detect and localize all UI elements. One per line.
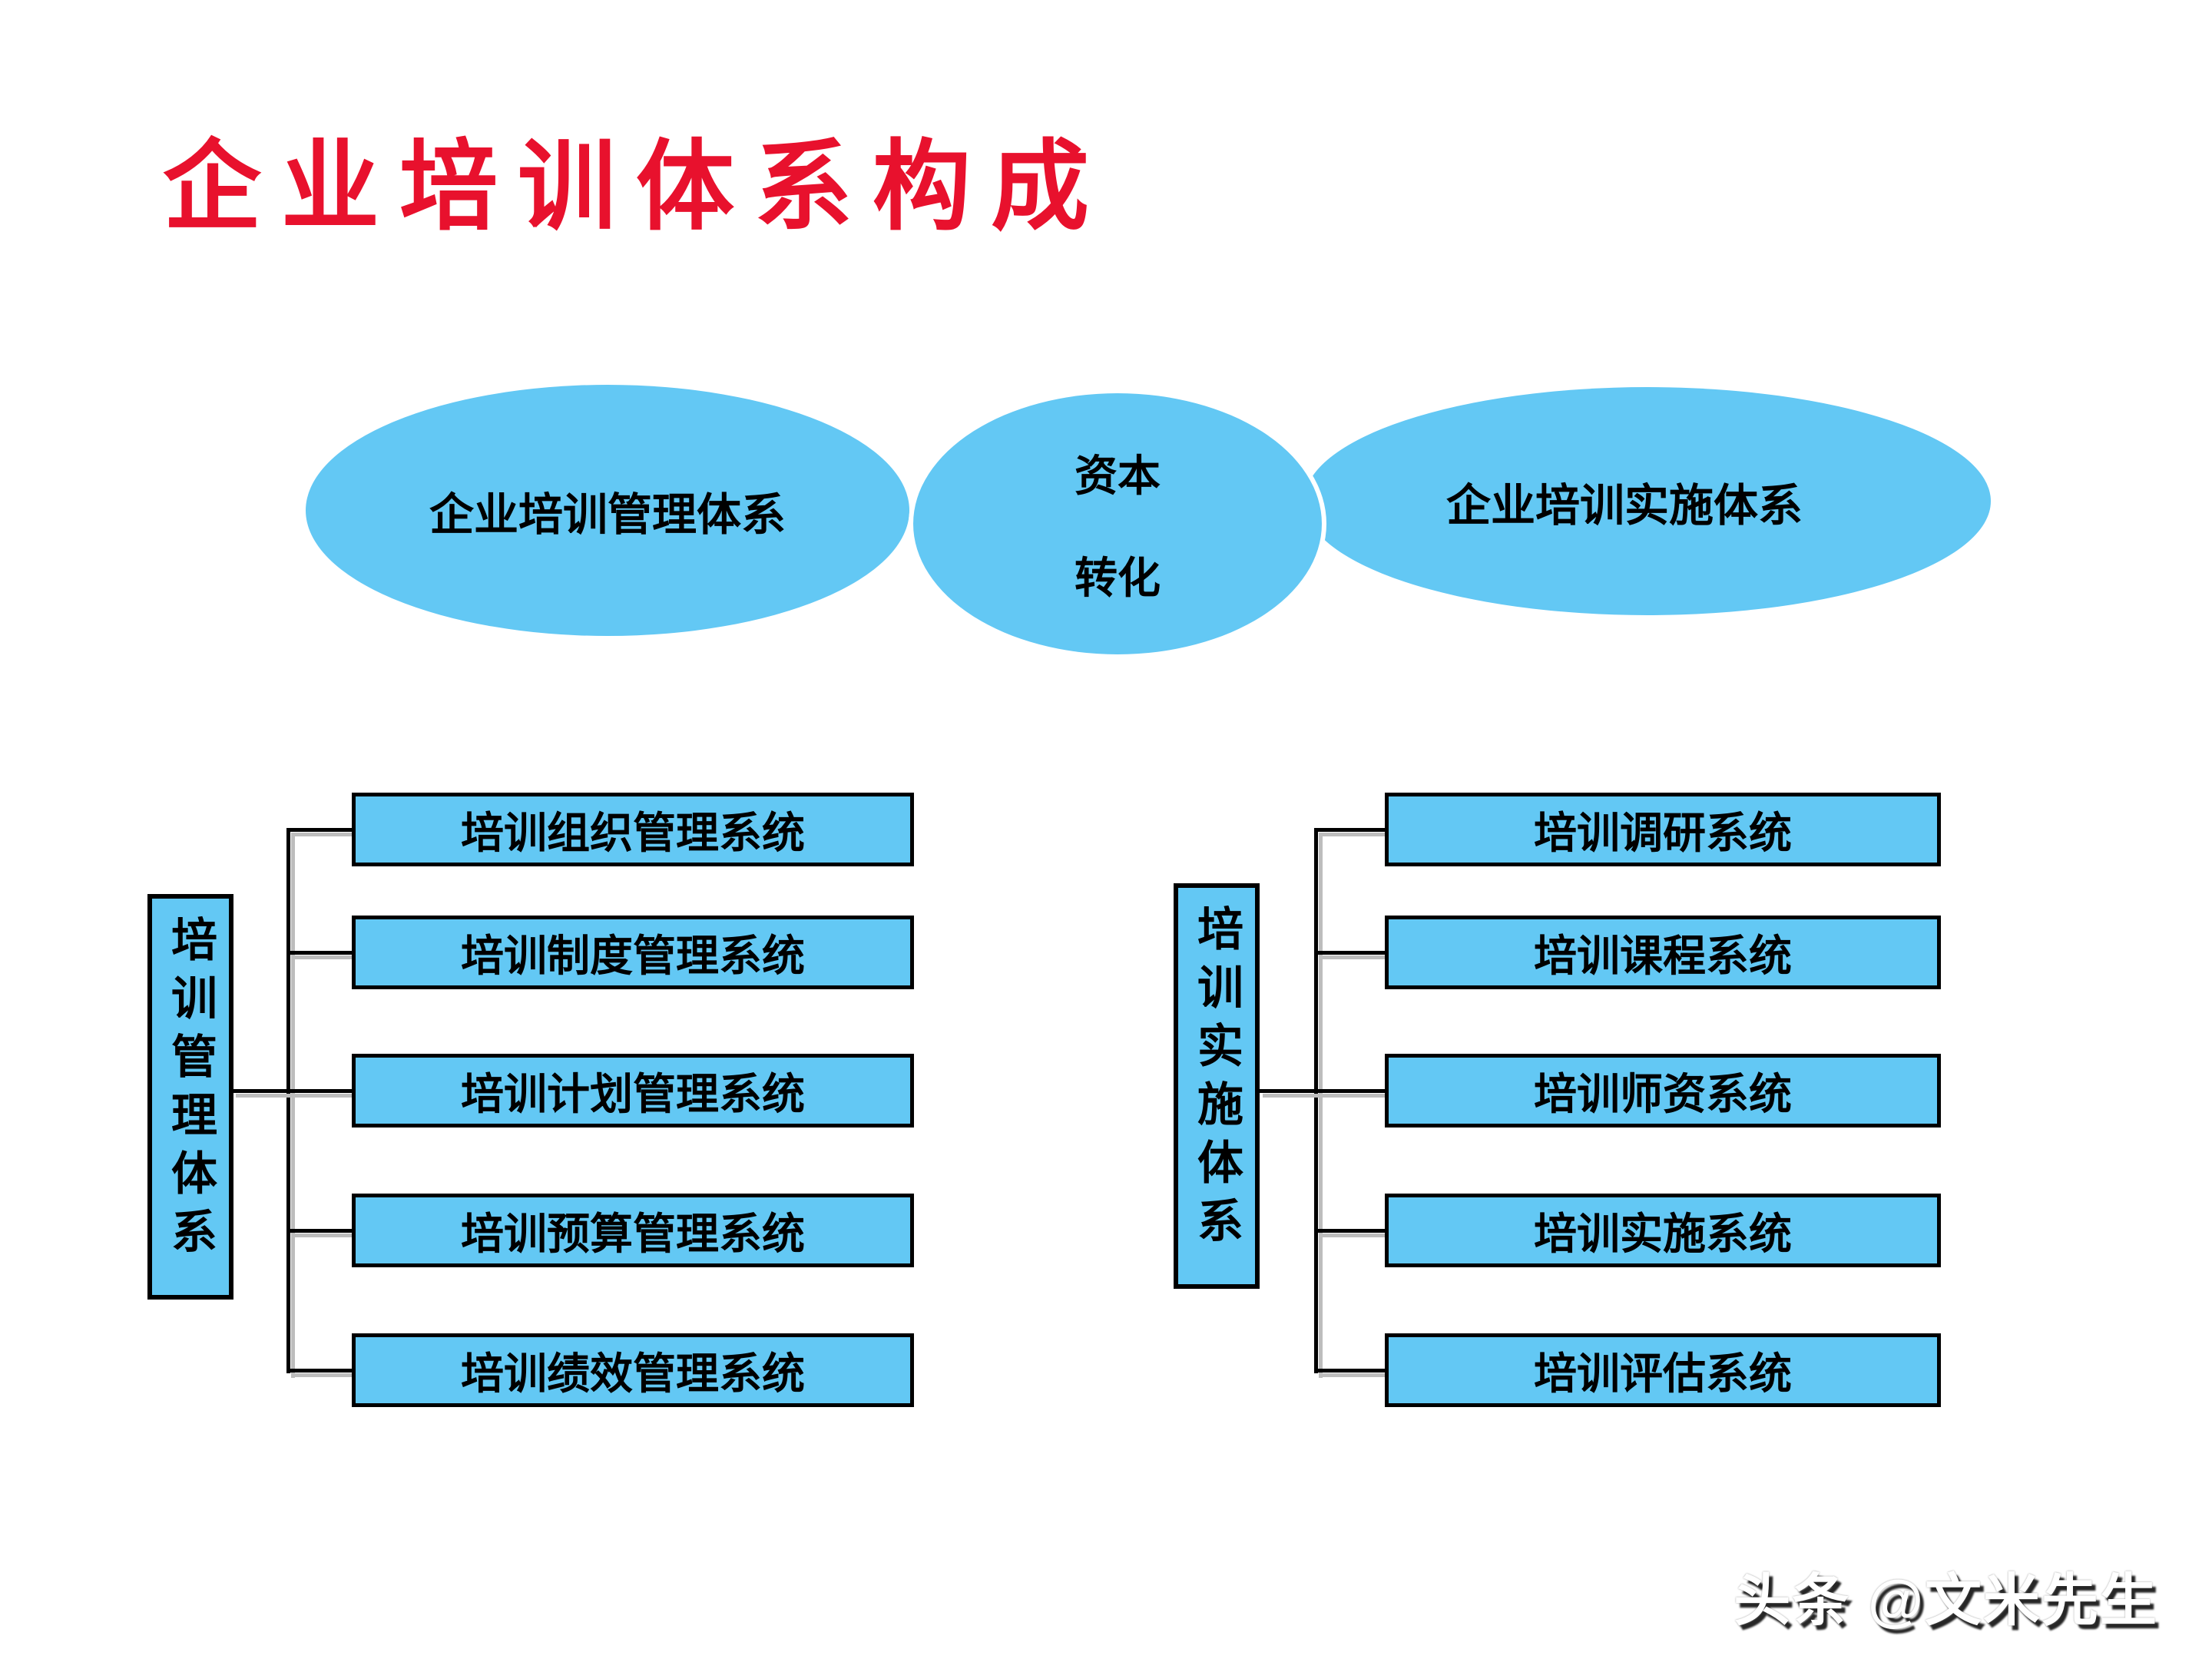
right-connector-vertical-line xyxy=(1314,828,1318,1373)
right-box-1-label: 培训调研系统 xyxy=(1534,808,1792,857)
left-connector-stub-4 xyxy=(289,1229,353,1233)
right-box-4-label: 培训实施系统 xyxy=(1534,1209,1792,1258)
right-connector-stub-2 xyxy=(1316,951,1386,955)
right-connector-stub-5 xyxy=(1316,1369,1386,1373)
right-box-5-label: 培训评估系统 xyxy=(1534,1349,1792,1398)
left-connector-stub-5 xyxy=(289,1369,353,1373)
left-connector-stub-3 xyxy=(231,1089,353,1093)
left-connector-vertical-line xyxy=(286,828,290,1373)
page-title: 企业培训体系构成 xyxy=(163,133,1110,242)
ellipse-capital-conversion: 资本 转化 xyxy=(909,389,1326,659)
left-box-organization-management: 培训组织管理系统 xyxy=(352,793,914,866)
left-box-plan-management: 培训计划管理系统 xyxy=(352,1054,914,1128)
right-connector-stub-4 xyxy=(1316,1229,1386,1233)
right-box-implementation-system: 培训实施系统 xyxy=(1385,1194,1941,1267)
left-connector-stub-1 xyxy=(289,828,353,832)
capital-conversion-line1: 资本 xyxy=(1075,452,1161,500)
right-connector-stub-1 xyxy=(1316,828,1386,832)
left-box-1-label: 培训组织管理系统 xyxy=(461,808,805,857)
toutiao-watermark: 头条 @文米先生 xyxy=(1734,1568,2158,1632)
right-box-3-label: 培训师资系统 xyxy=(1534,1069,1792,1118)
ellipse-left-label: 企业培训管理体系 xyxy=(429,489,786,540)
left-box-5-label: 培训绩效管理系统 xyxy=(461,1349,805,1398)
left-side-box-training-management: 培训管理体系 xyxy=(147,894,233,1300)
left-box-3-label: 培训计划管理系统 xyxy=(461,1069,805,1118)
left-box-policy-management: 培训制度管理系统 xyxy=(352,916,914,989)
right-box-evaluation-system: 培训评估系统 xyxy=(1385,1333,1941,1407)
right-side-box-training-implementation: 培训实施体系 xyxy=(1174,883,1260,1289)
left-box-performance-management: 培训绩效管理系统 xyxy=(352,1333,914,1407)
capital-conversion-line2: 转化 xyxy=(1075,554,1161,602)
right-box-teacher-system: 培训师资系统 xyxy=(1385,1054,1941,1128)
right-box-course-system: 培训课程系统 xyxy=(1385,916,1941,989)
right-box-2-label: 培训课程系统 xyxy=(1534,931,1792,980)
left-box-4-label: 培训预算管理系统 xyxy=(461,1209,805,1258)
ellipse-right-label: 企业培训实施体系 xyxy=(1445,480,1803,531)
left-box-budget-management: 培训预算管理系统 xyxy=(352,1194,914,1267)
right-connector-stub-3 xyxy=(1258,1089,1386,1093)
ellipse-training-implementation-system: 企业培训实施体系 xyxy=(1304,387,1991,615)
left-side-box-label: 培训管理体系 xyxy=(164,916,217,1266)
ellipse-training-management-system: 企业培训管理体系 xyxy=(306,385,909,636)
left-connector-stub-2 xyxy=(289,951,353,955)
right-side-box-label: 培训实施体系 xyxy=(1190,905,1243,1255)
left-box-2-label: 培训制度管理系统 xyxy=(461,931,805,980)
right-box-survey-system: 培训调研系统 xyxy=(1385,793,1941,866)
